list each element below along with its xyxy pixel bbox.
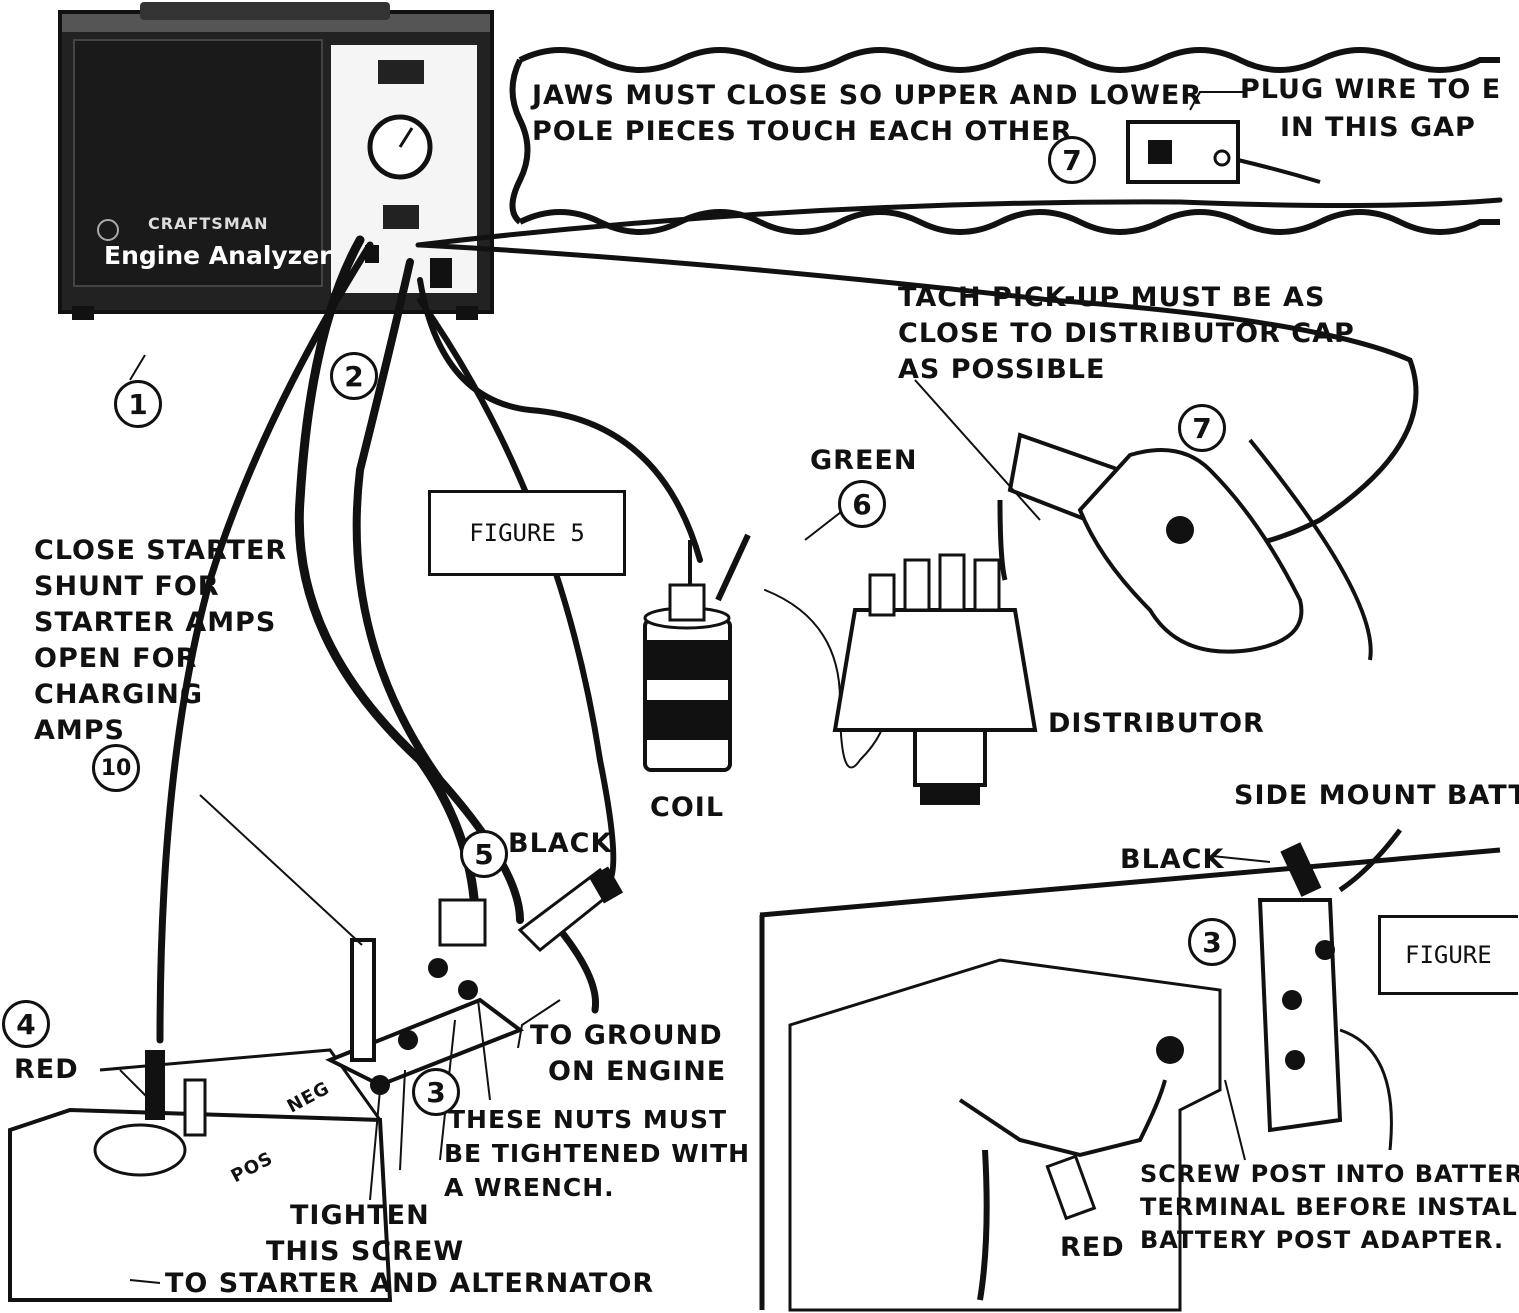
figure-5-box: FIGURE 5	[428, 490, 626, 576]
black-clamp	[520, 867, 623, 950]
screw-post-line-2: TERMINAL BEFORE INSTALLI	[1140, 1190, 1519, 1225]
figure-side-box: FIGURE	[1378, 915, 1518, 995]
tighten-line-1: TIGHTEN	[290, 1198, 430, 1233]
hand-with-tach-pickup	[1000, 435, 1371, 660]
marker-2: 2	[330, 352, 378, 400]
close-starter-line-3: STARTER AMPS	[34, 605, 276, 640]
coil-label: COIL	[650, 790, 724, 825]
screw-post-line-1: SCREW POST INTO BATTERY	[1140, 1157, 1519, 1192]
marker-5: 5	[460, 830, 508, 878]
starter-shunt	[330, 900, 520, 1095]
close-starter-line-2: SHUNT FOR	[34, 569, 220, 604]
close-starter-line-1: CLOSE STARTER	[34, 533, 287, 568]
analyzer-brand: CRAFTSMAN	[148, 214, 269, 234]
nuts-line-1: THESE NUTS MUST	[448, 1102, 727, 1137]
analyzer-name: Engine Analyzer	[104, 238, 332, 273]
screw-post-line-3: BATTERY POST ADAPTER.	[1140, 1223, 1504, 1258]
ignition-coil	[645, 535, 748, 770]
green-label: GREEN	[810, 443, 917, 478]
plug-text-line-2: IN THIS GAP	[1280, 110, 1505, 145]
distributor-cap	[835, 555, 1035, 805]
marker-4: 4	[2, 1000, 50, 1048]
marker-1: 1	[114, 380, 162, 428]
to-starter-label: TO STARTER AND ALTERNATOR	[165, 1266, 654, 1301]
marker-7-callout: 7	[1048, 136, 1096, 184]
black-label: BLACK	[508, 826, 612, 861]
jaws-text-line-2: POLE PIECES TOUCH EACH OTHER	[532, 114, 1073, 149]
distributor-label: DISTRIBUTOR	[1048, 706, 1265, 741]
red-side-label: RED	[1060, 1230, 1125, 1265]
figure-5-label: FIGURE 5	[469, 516, 585, 551]
figure-side-label: FIGURE	[1405, 938, 1492, 973]
black-side-label: BLACK	[1120, 842, 1224, 877]
marker-7: 7	[1178, 404, 1226, 452]
plug-text-line-1: PLUG WIRE TO E	[1240, 72, 1505, 107]
to-ground-line-1: TO GROUND	[530, 1018, 723, 1053]
marker-3-side: 3	[1188, 918, 1236, 966]
close-starter-line-4: OPEN FOR	[34, 641, 197, 676]
jaws-text-line-1: JAWS MUST CLOSE SO UPPER AND LOWER	[532, 78, 1202, 113]
close-starter-line-6: AMPS	[34, 713, 125, 748]
tach-line-3: AS POSSIBLE	[898, 352, 1105, 387]
tighten-line-2: THIS SCREW	[266, 1234, 464, 1269]
marker-6: 6	[838, 480, 886, 528]
to-ground-line-2: ON ENGINE	[548, 1054, 726, 1089]
side-mount-label: SIDE MOUNT BATTE	[1234, 778, 1519, 813]
close-starter-line-5: CHARGING	[34, 677, 203, 712]
tach-line-2: CLOSE TO DISTRIBUTOR CAP	[898, 316, 1355, 351]
marker-10: 10	[92, 744, 140, 792]
nuts-line-3: A WRENCH.	[444, 1170, 615, 1205]
red-label: RED	[14, 1052, 79, 1087]
nuts-line-2: BE TIGHTENED WITH	[444, 1136, 750, 1171]
tach-line-1: TACH PICK-UP MUST BE AS	[898, 280, 1325, 315]
